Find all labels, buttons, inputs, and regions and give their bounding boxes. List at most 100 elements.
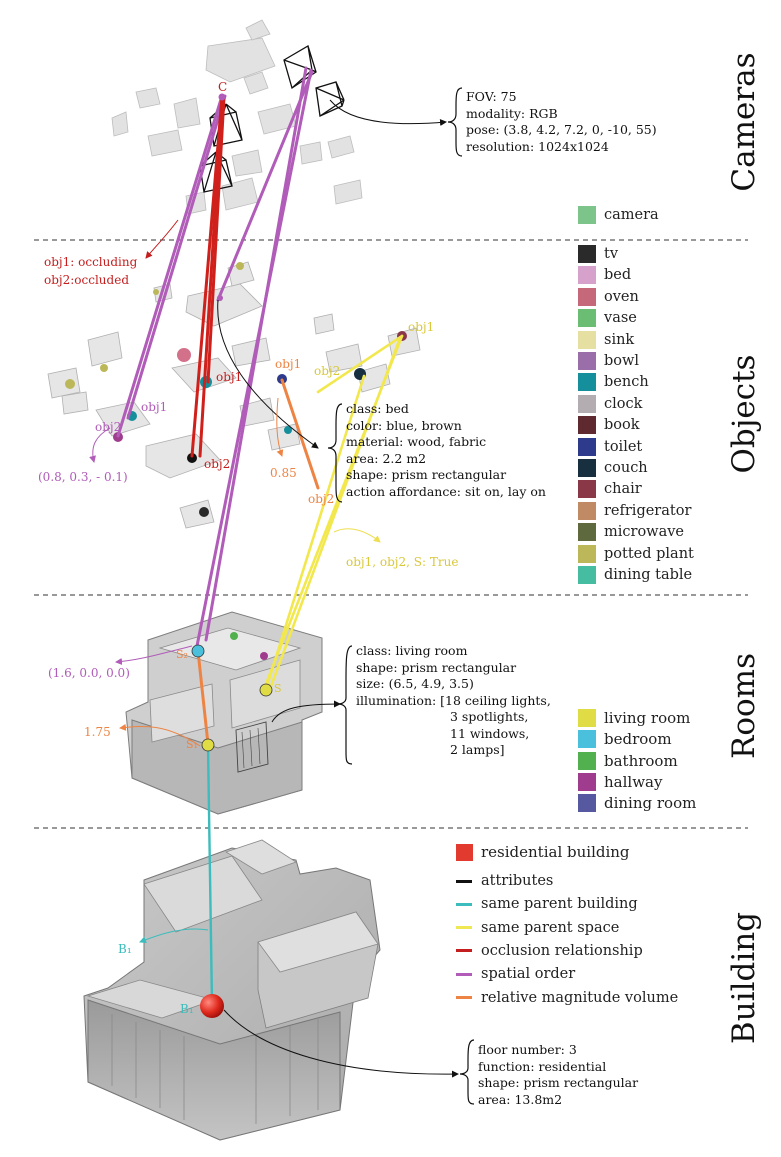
legend-label: microwave <box>604 524 684 541</box>
building-mesh <box>83 839 381 1141</box>
attribute-line: 3 spotlights, <box>450 709 529 724</box>
magnitude-lines <box>196 378 320 746</box>
section-dividers <box>34 239 748 829</box>
room-node-s2 <box>191 644 205 658</box>
legend-swatch <box>578 459 596 477</box>
legend-label: bed <box>604 267 632 284</box>
magnitude-obj-value: 0.85 <box>270 466 297 480</box>
attribute-line: FOV: 75 <box>466 89 517 104</box>
magnitude-room-value: 1.75 <box>84 725 111 739</box>
legend-swatch <box>456 949 472 953</box>
legend-swatch <box>578 794 596 813</box>
legend-swatch <box>578 544 596 563</box>
legend-swatch <box>578 287 596 306</box>
room-label-s: S <box>274 682 282 695</box>
attribute-line: material: wood, fabric <box>346 434 487 449</box>
occluded-label: obj2:occluded <box>44 273 130 287</box>
attribute-line: 2 lamps] <box>450 742 505 757</box>
legend-label: attributes <box>481 873 554 889</box>
spatial-obj-coords: (0.8, 0.3, - 0.1) <box>38 470 128 484</box>
legend-swatch <box>578 330 596 349</box>
legend-swatch <box>578 709 596 727</box>
section-title-objects: Objects <box>726 354 762 474</box>
occlusion-obj2-label: obj2 <box>204 457 231 471</box>
legend-swatch <box>578 523 596 542</box>
room-label-s1: S₁ <box>186 738 198 751</box>
legend-swatch <box>456 902 472 906</box>
legend-swatch <box>456 996 472 999</box>
occlusion-lines <box>190 95 226 458</box>
attribute-brackets <box>327 87 475 1105</box>
annotation-arrows <box>89 219 381 944</box>
legend-label: bathroom <box>604 751 678 770</box>
camera-label-c: C <box>218 80 228 94</box>
legend-label: same parent building <box>481 896 638 913</box>
legend-same-parent-space: same parent space <box>456 920 619 936</box>
room-label-s2: S₂ <box>176 648 188 661</box>
attribute-line: shape: prism rectangular <box>356 659 517 675</box>
legend-swatch <box>456 879 472 883</box>
spatial-order-lines <box>116 66 314 653</box>
magnitude-obj1-label: obj1 <box>275 357 302 371</box>
attribute-line: resolution: 1024x1024 <box>466 138 609 154</box>
section-title-building: Building <box>726 911 762 1045</box>
legend-label: couch <box>604 460 648 476</box>
legend-living-room: living room <box>578 709 690 727</box>
legend-label: residential building <box>481 843 630 861</box>
legend-label: toilet <box>604 438 643 455</box>
legend-swatch <box>456 926 472 930</box>
legend-tv: tv <box>578 245 618 263</box>
legend-label: bedroom <box>604 730 672 749</box>
legend-label: dining table <box>604 567 693 583</box>
section-title-rooms: Rooms <box>726 653 762 759</box>
attribute-line: class: living room <box>356 643 468 658</box>
attribute-line: action affordance: sit on, lay on <box>346 483 546 499</box>
legend-swatch <box>578 266 596 285</box>
legend-chair: chair <box>578 480 642 499</box>
legend-label: book <box>604 417 640 434</box>
camera-node <box>218 93 226 101</box>
legend-label: spatial order <box>481 966 576 983</box>
legend-bedroom: bedroom <box>578 730 672 749</box>
room-node-bathroom <box>230 632 238 640</box>
spatial-obj2-label: obj2 <box>95 420 122 434</box>
attribute-line: floor number: 3 <box>478 1042 577 1057</box>
legend-spatial-order: spatial order <box>456 966 575 982</box>
legend-refrigerator: refrigerator <box>578 501 692 520</box>
legend-label: camera <box>604 207 659 223</box>
legend-label: chair <box>604 481 642 498</box>
legend-label: sink <box>604 331 635 348</box>
room-node-s <box>259 683 273 697</box>
legend-residential-building: residential building <box>456 843 630 861</box>
same-space-lines <box>262 334 404 691</box>
legend-sink: sink <box>578 330 635 349</box>
legend-label: occlusion relationship <box>481 942 643 959</box>
legend-swatch <box>578 416 596 435</box>
occluding-label: obj1: occluding <box>44 255 138 269</box>
legend-book: book <box>578 416 640 435</box>
legend-label: bench <box>604 374 649 391</box>
legend-swatch <box>578 480 596 499</box>
legend-label: clock <box>604 395 643 412</box>
legend-dining-room: dining room <box>578 794 696 813</box>
legend-bowl: bowl <box>578 352 639 370</box>
building-node-label-b1: B₁ <box>180 1002 194 1016</box>
attribute-line: function: residential <box>478 1058 607 1074</box>
legend-attributes: attributes <box>456 873 553 889</box>
attribute-line: area: 13.8m2 <box>478 1091 563 1107</box>
nodes <box>191 93 273 1018</box>
legend-label: bowl <box>604 353 640 369</box>
legend-relative-magnitude-volume: relative magnitude volume <box>456 990 678 1006</box>
legend-label: same parent space <box>481 919 620 936</box>
section-title-cameras: Cameras <box>726 52 762 192</box>
legend-label: living room <box>604 709 691 727</box>
legend-swatch <box>578 352 596 370</box>
legend-swatch <box>578 566 596 584</box>
rooms-floor-plan <box>125 611 323 815</box>
building-node-b1 <box>200 994 224 1018</box>
legend-label: refrigerator <box>604 502 692 519</box>
legend-same-parent-building: same parent building <box>456 896 638 912</box>
